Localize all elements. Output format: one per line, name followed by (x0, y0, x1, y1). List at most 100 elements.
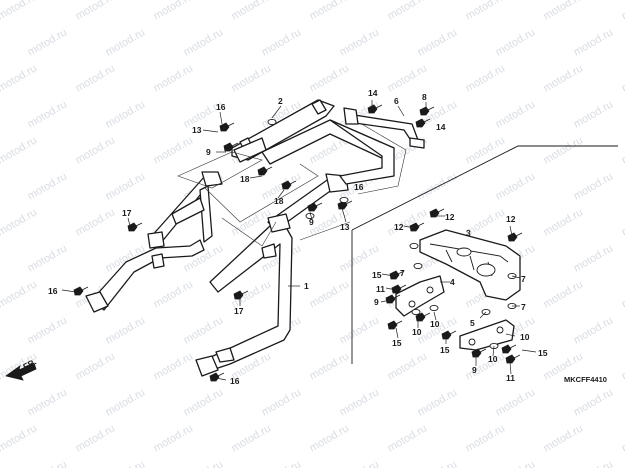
washer-icon (340, 197, 348, 202)
washer-icon (412, 309, 420, 314)
watermark-text: motod.ru (620, 134, 625, 166)
watermark-text: motod.ru (74, 62, 118, 94)
callout-15a: 15 (372, 270, 382, 280)
watermark-text: motod.ru (308, 422, 352, 454)
watermark-text: motod.ru (572, 458, 616, 468)
watermark-text: motod.ru (416, 386, 460, 418)
watermark-text: motod.ru (26, 170, 70, 202)
watermark-text: motod.ru (308, 62, 352, 94)
watermark-text: motod.ru (26, 314, 70, 346)
callout-8: 8 (422, 92, 427, 102)
watermark-text: motod.ru (620, 0, 625, 23)
watermark-text: motod.ru (572, 98, 616, 130)
watermark-text: motod.ru (152, 350, 196, 382)
callout-6: 6 (394, 96, 399, 106)
watermark-text: motod.ru (542, 0, 586, 23)
callout-14a: 14 (368, 88, 378, 98)
watermark-text: motod.ru (260, 458, 304, 468)
watermark-text: motod.ru (494, 458, 538, 468)
watermark-text: motod.ru (620, 278, 625, 310)
watermark-text: motod.ru (230, 62, 274, 94)
watermark-text: motod.ru (572, 386, 616, 418)
watermark-text: motod.ru (0, 134, 39, 166)
watermark-text: motod.ru (464, 62, 508, 94)
watermark-text: motod.ru (26, 26, 70, 58)
watermark-text: motod.ru (416, 26, 460, 58)
callout-10b: 10 (430, 319, 440, 329)
watermark-text: motod.ru (104, 386, 148, 418)
watermark-text: motod.ru (338, 458, 382, 468)
watermark-text: motod.ru (542, 134, 586, 166)
watermark-text: motod.ru (572, 26, 616, 58)
watermark-text: motod.ru (542, 278, 586, 310)
callout-10c: 10 (520, 332, 530, 342)
watermark-text: motod.ru (620, 62, 625, 94)
watermark-text: motod.ru (74, 422, 118, 454)
callout-12a: 12 (506, 214, 516, 224)
watermark-text: motod.ru (572, 242, 616, 274)
diagram-code: MKCFF4410 (564, 375, 607, 384)
watermark-text: motod.ru (260, 386, 304, 418)
bolt-icon (128, 223, 142, 231)
callout-13a: 13 (192, 125, 202, 135)
watermark-text: motod.ru (182, 458, 226, 468)
callout-17b: 17 (234, 306, 244, 316)
watermark-text: motod.ru (386, 62, 430, 94)
watermark-text: motod.ru (26, 386, 70, 418)
bolt-icon (508, 233, 522, 241)
watermark-text: motod.ru (104, 170, 148, 202)
callout-2: 2 (278, 96, 283, 106)
callout-15c: 15 (440, 345, 450, 355)
bolt-icon (220, 123, 234, 131)
watermark-text: motod.ru (308, 350, 352, 382)
watermark-text: motod.ru (494, 26, 538, 58)
watermark-text: motod.ru (260, 26, 304, 58)
watermark-text: motod.ru (620, 350, 625, 382)
washer-icon (430, 305, 438, 310)
watermark-text: motod.ru (0, 62, 39, 94)
callout-18a: 18 (240, 174, 250, 184)
watermark-text: motod.ru (338, 386, 382, 418)
callout-10a: 10 (412, 327, 422, 337)
watermark-text: motod.ru (494, 386, 538, 418)
callout-1: 1 (304, 281, 309, 291)
callout-16c: 16 (48, 286, 58, 296)
watermark-text: motod.ru (26, 242, 70, 274)
watermark-text: motod.ru (0, 206, 39, 238)
watermark-text: motod.ru (0, 422, 39, 454)
callout-16d: 16 (230, 376, 240, 386)
watermark-text: motod.ru (386, 0, 430, 23)
callout-14b: 14 (436, 122, 446, 132)
callout-7c: 7 (521, 302, 526, 312)
washer-icon (410, 243, 418, 248)
watermark-text: motod.ru (572, 314, 616, 346)
callout-7a: 7 (400, 268, 405, 278)
watermark-text: motod.ru (464, 422, 508, 454)
callout-13b: 13 (340, 222, 350, 232)
callout-9a: 9 (206, 147, 211, 157)
watermark-text: motod.ru (572, 170, 616, 202)
watermark-text: motod.ru (308, 0, 352, 23)
watermark-text: motod.ru (74, 134, 118, 166)
watermark-text: motod.ru (620, 422, 625, 454)
watermark-text: motod.ru (464, 134, 508, 166)
bolt-icon (502, 345, 516, 353)
watermark-text: motod.ru (542, 422, 586, 454)
callout-11b: 11 (506, 373, 515, 383)
watermark-text: motod.ru (0, 278, 39, 310)
callout-16b: 16 (354, 182, 364, 192)
watermark-text: motod.ru (26, 98, 70, 130)
watermark-text: motod.ru (152, 0, 196, 23)
watermark-text: motod.ru (104, 458, 148, 468)
watermark-text: motod.ru (230, 422, 274, 454)
callout-12c: 12 (394, 222, 404, 232)
washer-icon (268, 119, 276, 124)
watermark-text: motod.ru (104, 314, 148, 346)
callout-17a: 17 (122, 208, 132, 218)
watermark-text: motod.ru (104, 98, 148, 130)
callout-18b: 18 (274, 196, 284, 206)
watermark-text: motod.ru (152, 422, 196, 454)
